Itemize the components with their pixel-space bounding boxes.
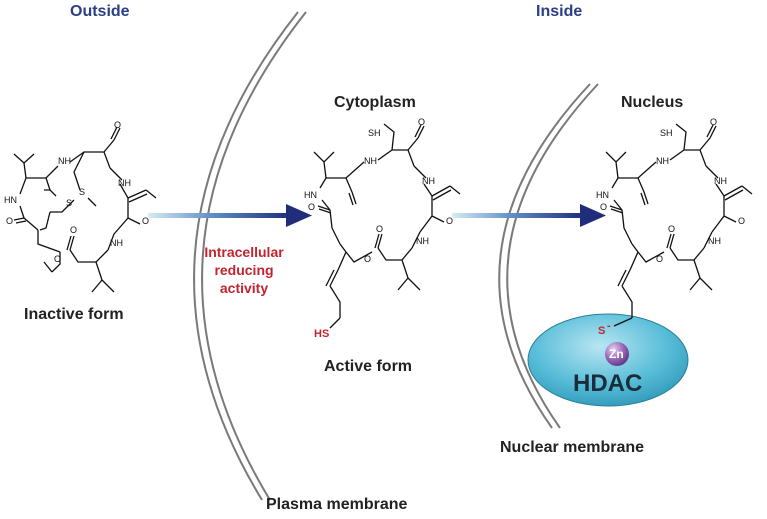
plasma-membrane-arc	[193, 11, 307, 501]
nh-atom-1: NH	[58, 156, 71, 166]
zn-label: Zn	[609, 347, 624, 361]
nuclear-entry-arrow	[452, 204, 606, 227]
active-form-label: Active form	[324, 358, 413, 375]
o-atom-10: O	[364, 254, 371, 264]
nucleus-label: Nucleus	[621, 94, 684, 111]
reducing-activity-line-3: activity	[219, 280, 269, 296]
sh-atom-2: SH	[660, 128, 673, 138]
o-atom-13: O	[738, 216, 745, 226]
hn-atom-1: HN	[4, 195, 17, 205]
active-molecule-atoms: SH NH HN O NH O O NH O O HS	[304, 117, 453, 340]
o-atom-11: O	[710, 117, 717, 127]
o-atom-8: O	[446, 216, 453, 226]
cytoplasm-label: Cytoplasm	[334, 94, 416, 111]
o-atom-2: O	[6, 216, 13, 226]
thiolate-charge: -	[607, 320, 611, 332]
nh-atom-9: NH	[708, 236, 721, 246]
sh-atom-1: SH	[368, 128, 381, 138]
inactive-molecule-atoms: HN NH O NH O S S O NH O O	[4, 120, 149, 264]
s-atom-2: S	[66, 198, 72, 208]
o-atom-12: O	[600, 202, 607, 212]
o-atom-9: O	[376, 224, 383, 234]
hn-atom-2: HN	[304, 190, 317, 200]
reducing-activity-line-2: reducing	[214, 262, 274, 278]
nh-atom-5: NH	[422, 176, 435, 186]
inactive-form-label: Inactive form	[24, 306, 124, 323]
nh-atom-6: NH	[416, 236, 429, 246]
bound-molecule-structure	[605, 123, 753, 327]
nuclear-membrane-label: Nuclear membrane	[500, 439, 645, 456]
plasma-membrane-label: Plasma membrane	[266, 496, 408, 513]
reducing-activity-label: Intracellular reducing activity	[196, 243, 292, 297]
o-atom-7: O	[308, 202, 315, 212]
o-atom-3: O	[142, 216, 149, 226]
reducing-activity-line-1: Intracellular	[204, 244, 284, 260]
o-atom-5: O	[54, 254, 61, 264]
hs-thiol-group: HS	[314, 328, 329, 340]
o-atom-15: O	[656, 254, 663, 264]
nh-atom-7: NH	[656, 156, 669, 166]
hn-atom-3: HN	[596, 190, 609, 200]
s-atom-1: S	[79, 187, 85, 197]
nh-atom-3: NH	[110, 238, 123, 248]
bound-molecule-atoms: SH NH HN O NH O O NH O O S -	[596, 117, 745, 337]
o-atom-4: O	[70, 225, 77, 235]
nh-atom-2: NH	[118, 178, 131, 188]
nuclear-membrane-arc	[498, 83, 599, 429]
zinc-ion	[605, 342, 629, 366]
outside-label: Outside	[70, 3, 130, 20]
o-atom-14: O	[668, 224, 675, 234]
o-atom-6: O	[418, 117, 425, 127]
nh-atom-8: NH	[714, 176, 727, 186]
active-molecule-structure	[313, 123, 461, 329]
o-atom-1: O	[114, 120, 121, 130]
hdac-label: HDAC	[573, 370, 643, 397]
nh-atom-4: NH	[364, 156, 377, 166]
inactive-molecule-structure	[13, 126, 157, 293]
activation-arrow	[148, 204, 312, 227]
inside-label: Inside	[536, 3, 583, 20]
thiolate-atom: S	[598, 325, 605, 337]
